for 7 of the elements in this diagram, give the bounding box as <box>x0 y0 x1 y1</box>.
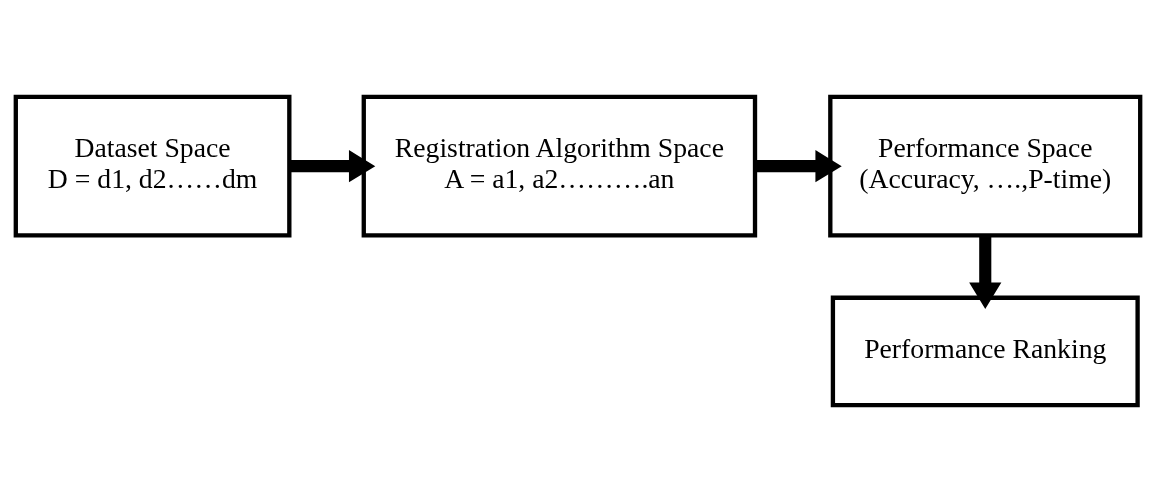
node-box: Performance Space (Accuracy, ….,P-time) <box>828 94 1143 238</box>
arrow <box>755 150 842 183</box>
node-box: Registration Algorithm Space A = a1, a2……….an <box>361 94 758 238</box>
arrow <box>290 150 376 183</box>
arrow <box>969 235 1002 309</box>
node-box: Dataset Space D = d1, d2……dm <box>13 94 292 238</box>
node-box: Performance Ranking <box>830 295 1140 408</box>
